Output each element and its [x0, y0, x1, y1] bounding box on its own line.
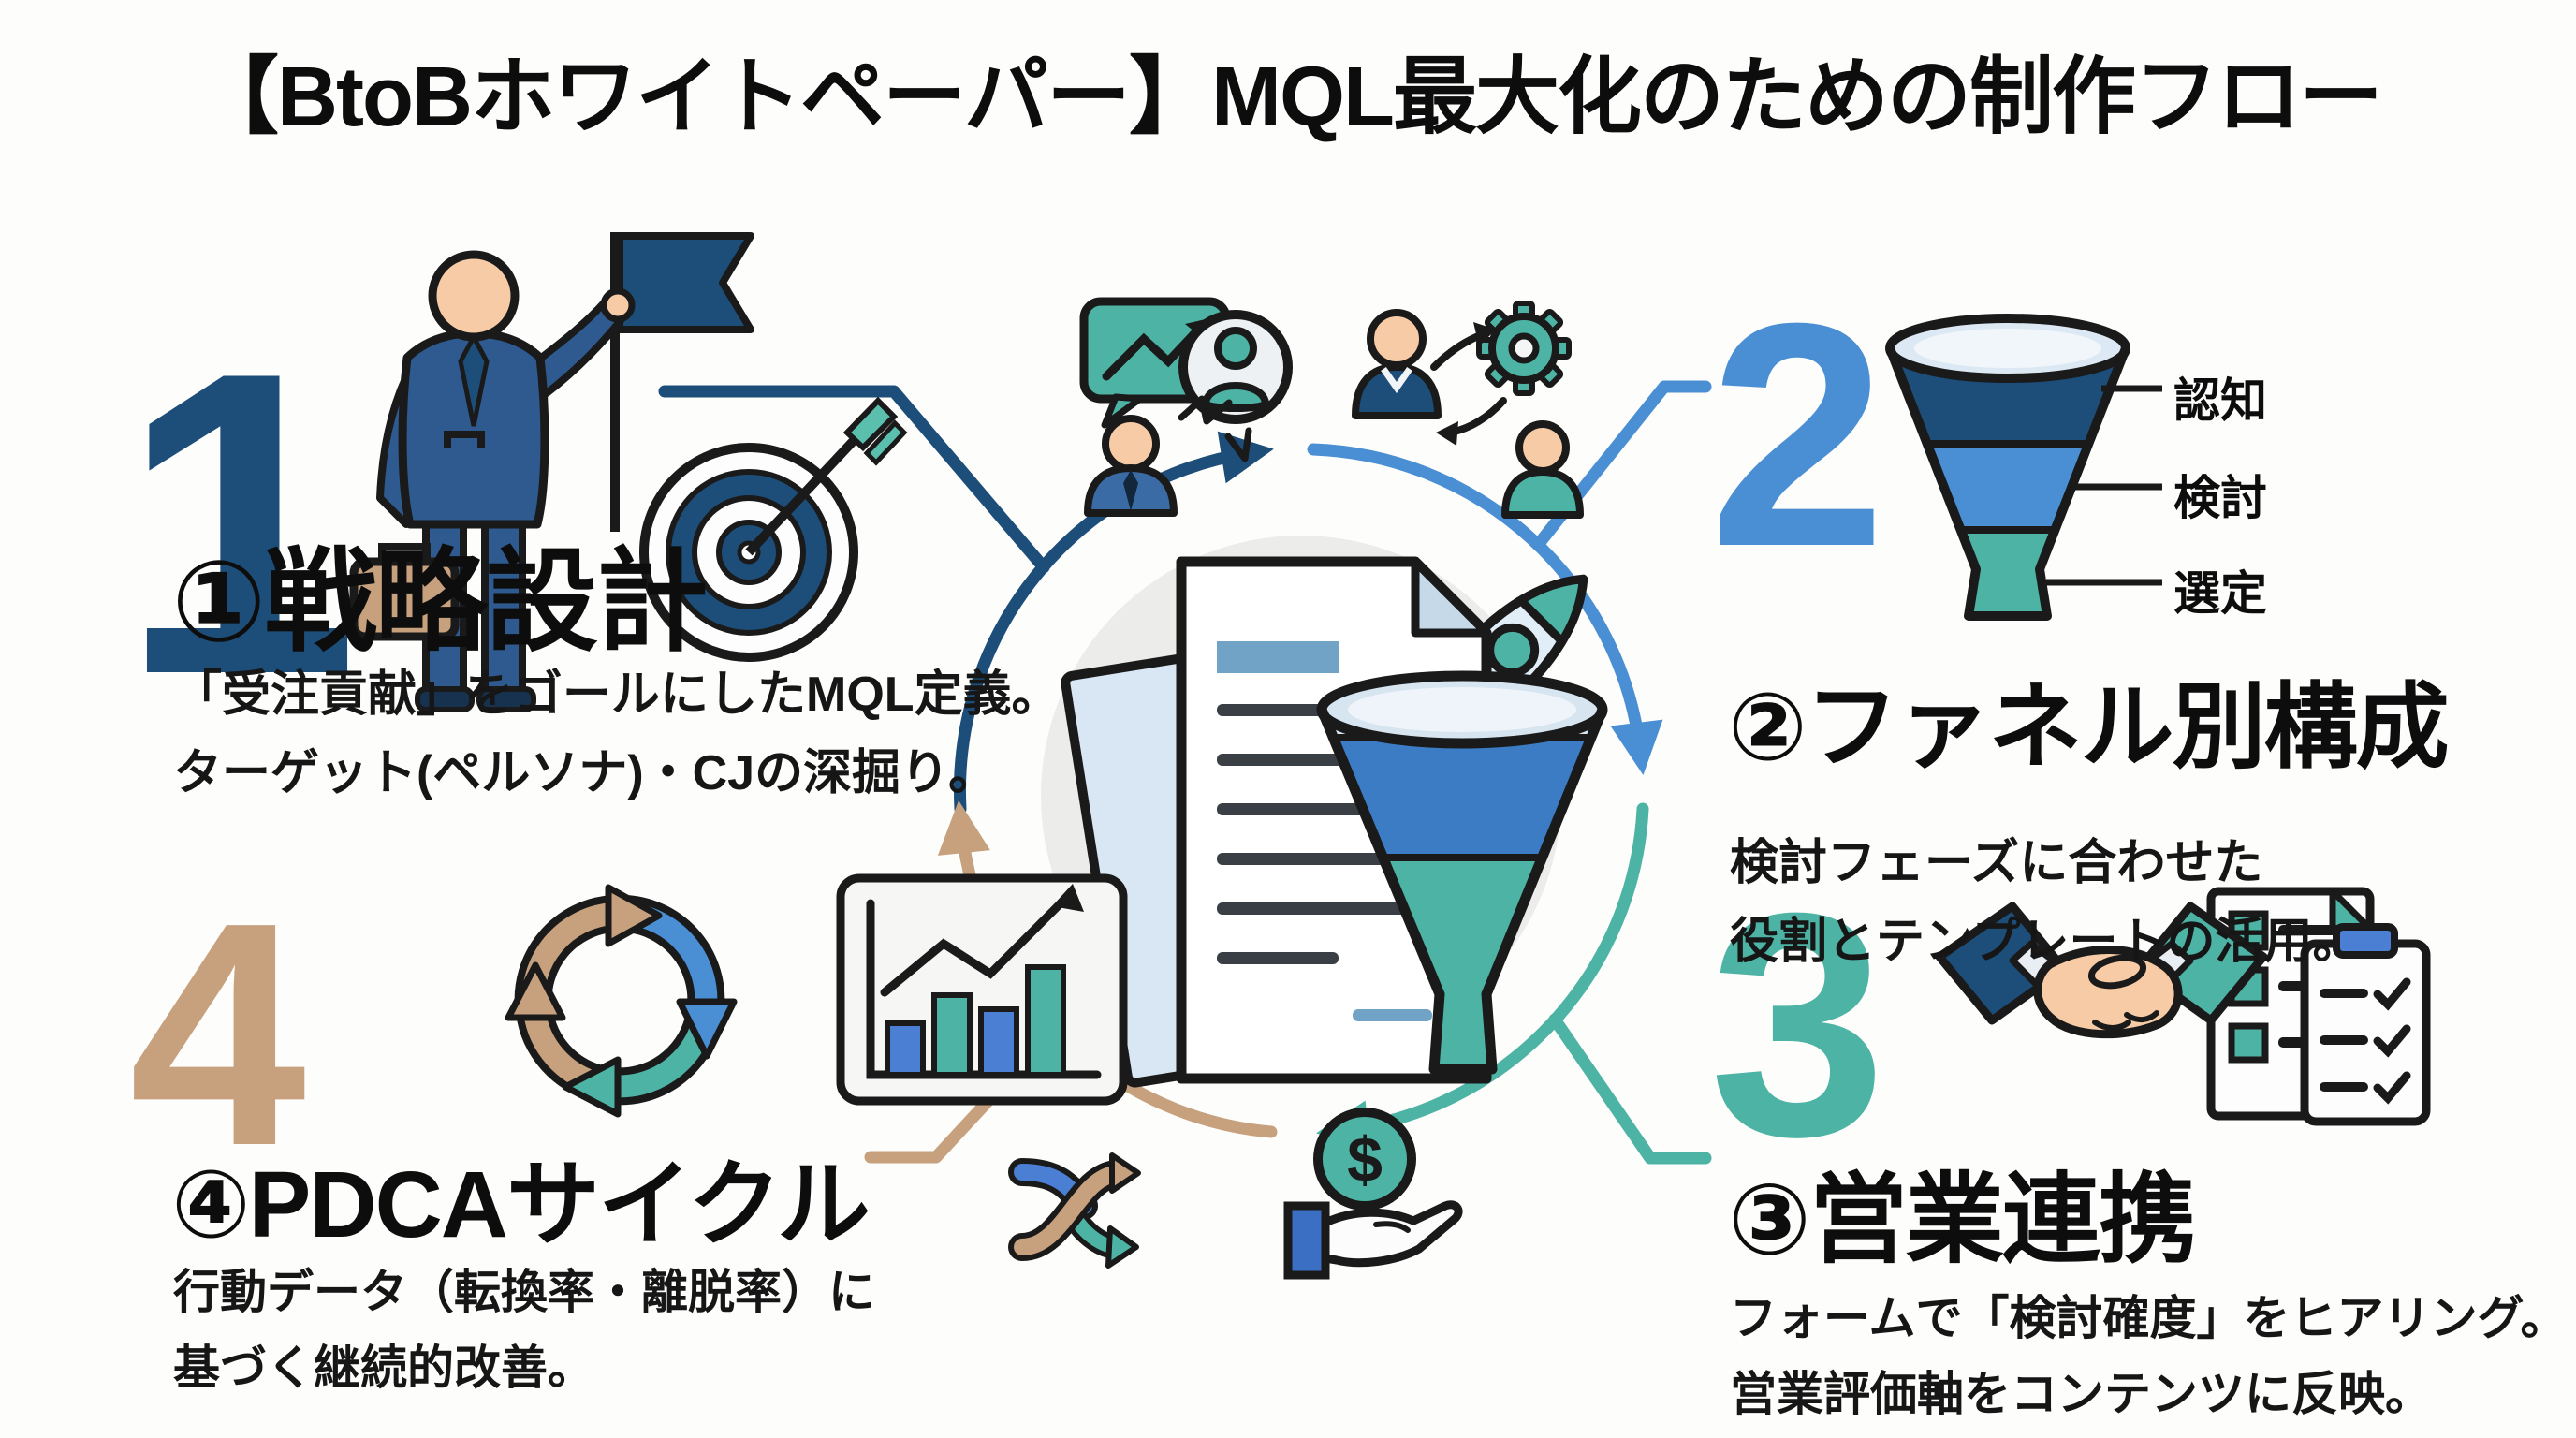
avatar-icon	[1178, 310, 1293, 424]
step1-heading: ①戦略設計	[171, 539, 709, 665]
step2-description-line1: 検討フェーズに合わせた	[1730, 836, 2263, 890]
step3-description-line1: フォームで「検討確度」をヒアリング。	[1730, 1292, 2568, 1344]
center-funnel-icon	[1316, 670, 1608, 1075]
step3-description-line2: 営業評価軸をコンテンツに反映。	[1730, 1368, 2432, 1420]
center-illustration	[1061, 556, 1608, 1088]
step1-description: 「受注貢献」をゴールにしたMQL定義。 ターゲット(ペルソナ)・CJの深掘り。	[173, 655, 1061, 813]
step3-icon-cluster	[1935, 887, 2431, 1126]
step4-number: 4	[129, 857, 307, 1212]
pdca-cycle-arrows-icon	[505, 884, 738, 1118]
step3-description: フォームで「検討確度」をヒアリング。 営業評価軸をコンテンツに反映。	[1730, 1281, 2568, 1432]
step1-icon-cluster	[349, 232, 908, 712]
step4-heading: ④PDCAサイクル	[171, 1152, 871, 1257]
step2-description: 検討フェーズに合わせた 役割とテンプレートの活用。	[1730, 824, 2361, 981]
presenter-person-icon	[1084, 395, 1252, 517]
step4-description: 行動データ（転換率・離脱率）に 基づく継続的改善。	[173, 1255, 875, 1406]
funnel-stage-label-consideration: 検討	[2174, 472, 2267, 524]
connector-step2	[1531, 380, 1712, 551]
ring-arc-step1	[953, 431, 1274, 815]
page-title: 【BtoBホワイトペーパー】MQL最大化のための制作フロー	[195, 51, 2383, 144]
target-arrow-icon	[639, 396, 908, 662]
step3-heading: ③営業連携	[1728, 1166, 2197, 1275]
step4-description-line1: 行動データ（転換率・離脱率）に	[173, 1266, 875, 1318]
shuffle-arrows-icon	[1008, 1152, 1141, 1269]
handshake-icon	[1935, 902, 2268, 1039]
connector-step1	[658, 385, 1050, 574]
step1-description-line2: ターゲット(ペルソナ)・CJの深掘り。	[173, 746, 998, 801]
step4-description-line2: 基づく継続的改善。	[173, 1342, 594, 1394]
hand-coin-icon: $	[1283, 1108, 1463, 1280]
funnel-stage-label-awareness: 認知	[2174, 374, 2267, 427]
gear-icon	[1476, 301, 1572, 396]
connector-step3	[1548, 1013, 1712, 1165]
step2-description-line2: 役割とテンプレートの活用。	[1730, 915, 2362, 970]
funnel-stage-label-selection: 選定	[2174, 567, 2267, 620]
businessman-flag-icon	[349, 250, 636, 712]
dollar-sign-glyph: $	[1347, 1124, 1383, 1196]
ring-arc-step2	[1307, 443, 1663, 775]
funnel-label-ticks	[2046, 385, 2162, 586]
step2-heading: ②ファネル別構成	[1728, 675, 2450, 780]
funnel-stages-icon	[1885, 314, 2162, 621]
bar-chart-growth-icon	[836, 873, 1128, 1106]
step3-number: 3	[1709, 847, 1887, 1203]
step1-number: 1	[120, 284, 359, 764]
step2-number: 2	[1709, 257, 1887, 613]
step1-description-line1: 「受注貢献」をゴールにしたMQL定義。	[173, 668, 1061, 722]
people-gear-exchange-icon	[1352, 301, 1584, 519]
